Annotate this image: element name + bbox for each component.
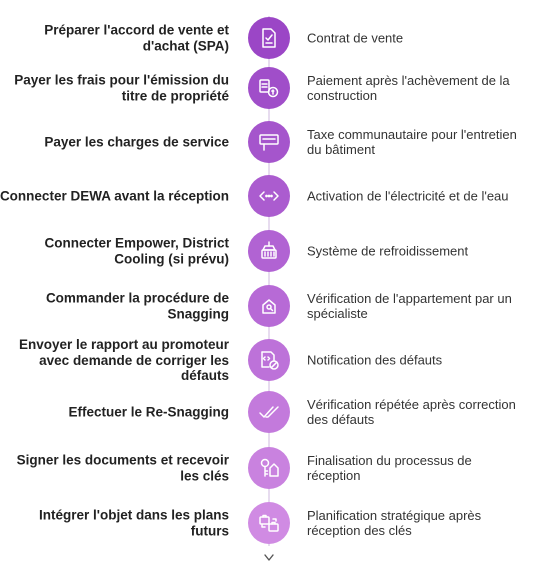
step-2: Payer les frais pour l'émission du titre… bbox=[0, 60, 541, 116]
step-description: Activation de l'électricité et de l'eau bbox=[307, 188, 509, 204]
step-5: Connecter Empower, District Cooling (si … bbox=[0, 223, 541, 279]
step-10: Intégrer l'objet dans les plans futurs P… bbox=[0, 495, 541, 551]
timeline-line bbox=[268, 16, 270, 546]
step-title: Signer les documents et recevoir les clé… bbox=[16, 452, 229, 484]
step-4: Connecter DEWA avant la réception Activa… bbox=[0, 168, 541, 224]
step-title: Payer les charges de service bbox=[44, 134, 229, 150]
step-title: Connecter DEWA avant la réception bbox=[0, 188, 229, 204]
step-description: Taxe communautaire pour l'entretien du b… bbox=[307, 127, 517, 157]
step-title: Connecter Empower, District Cooling (si … bbox=[44, 235, 229, 267]
defect-report-icon bbox=[248, 339, 290, 381]
planning-briefcase-icon bbox=[248, 502, 290, 544]
step-description: Planification stratégique après réceptio… bbox=[307, 508, 482, 538]
step-description: Système de refroidissement bbox=[307, 243, 469, 259]
code-connect-icon bbox=[248, 175, 290, 217]
step-1: Préparer l'accord de vente et d'achat (S… bbox=[0, 10, 541, 66]
chevron-down-icon bbox=[264, 554, 274, 561]
step-title: Envoyer le rapport au promoteur avec dem… bbox=[18, 336, 229, 383]
step-description: Finalisation du processus de réception bbox=[307, 453, 472, 483]
keys-icon bbox=[248, 447, 290, 489]
step-3: Payer les charges de service Taxe commun… bbox=[0, 114, 541, 170]
contract-sign-icon bbox=[248, 17, 290, 59]
step-6: Commander la procédure de Snagging Vérif… bbox=[0, 278, 541, 334]
step-title: Préparer l'accord de vente et d'achat (S… bbox=[44, 22, 229, 54]
step-title: Intégrer l'objet dans les plans futurs bbox=[38, 507, 229, 539]
cooling-unit-icon bbox=[248, 230, 290, 272]
step-8: Effectuer le Re-Snagging Vérification ré… bbox=[0, 384, 541, 440]
step-description: Vérification de l'appartement par un spé… bbox=[307, 291, 512, 321]
step-description: Notification des défauts bbox=[307, 352, 443, 368]
rent-sign-icon bbox=[248, 121, 290, 163]
step-title: Effectuer le Re-Snagging bbox=[68, 404, 229, 420]
step-9: Signer les documents et recevoir les clé… bbox=[0, 440, 541, 496]
step-description: Contrat de vente bbox=[307, 30, 404, 46]
step-description: Paiement après l'achèvement de la constr… bbox=[307, 73, 510, 103]
home-inspection-icon bbox=[248, 285, 290, 327]
step-description: Vérification répétée après correction de… bbox=[307, 397, 516, 427]
payment-exchange-icon bbox=[248, 67, 290, 109]
double-check-icon bbox=[248, 391, 290, 433]
step-title: Commander la procédure de Snagging bbox=[45, 290, 229, 322]
step-7: Envoyer le rapport au promoteur avec dem… bbox=[0, 332, 541, 388]
step-title: Payer les frais pour l'émission du titre… bbox=[14, 72, 229, 104]
